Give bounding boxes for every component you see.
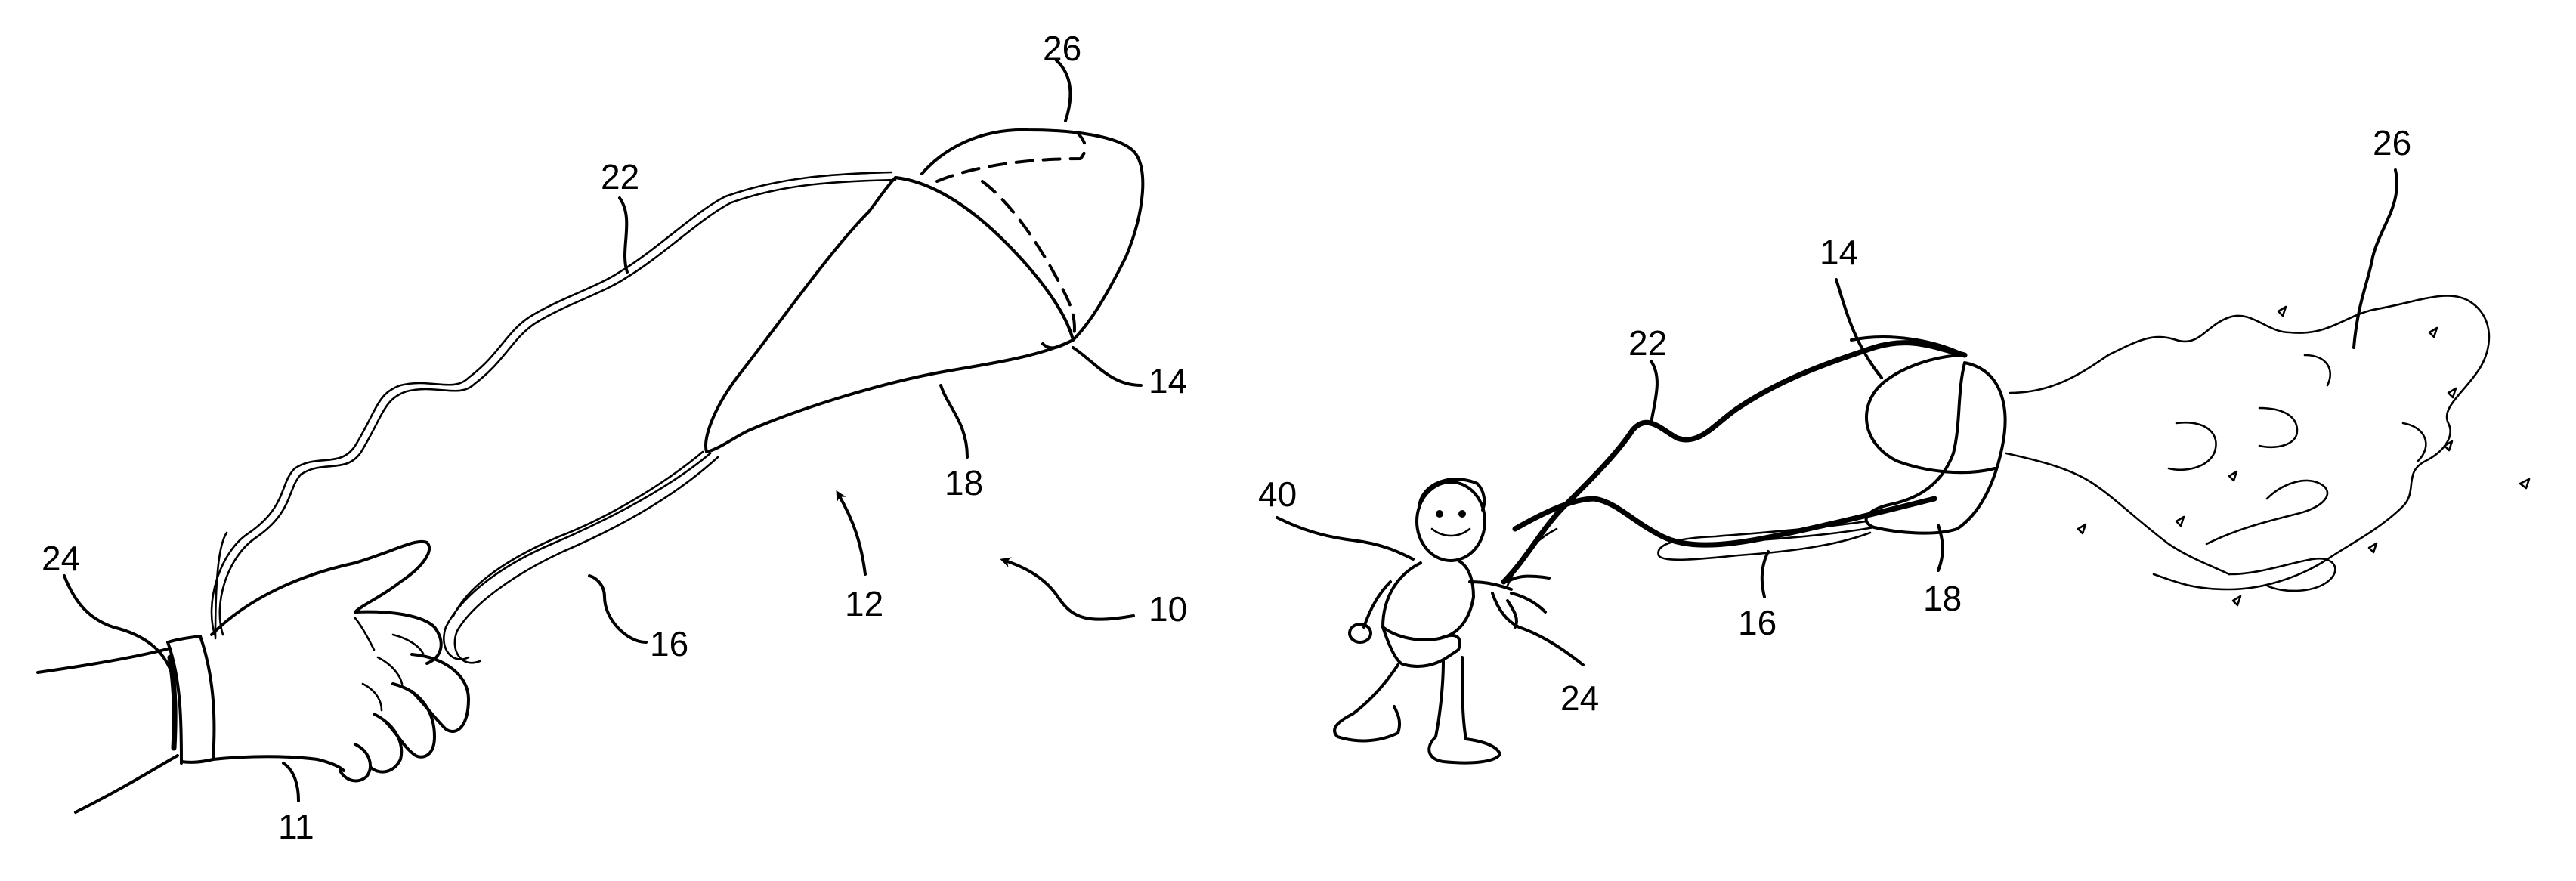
leader-26-right — [2354, 170, 2397, 348]
label-26-left: 26 — [1043, 29, 1081, 68]
arm-sleeve — [38, 636, 214, 812]
arrow-12 — [839, 495, 865, 574]
label-18-left: 18 — [945, 463, 983, 502]
label-14-right: 14 — [1820, 233, 1858, 272]
label-14-left: 14 — [1149, 361, 1187, 400]
kite-line — [212, 172, 895, 636]
leader-22-right — [1651, 361, 1657, 423]
label-18-right: 18 — [1923, 579, 1962, 618]
label-22-left: 22 — [601, 157, 639, 196]
label-16-right: 16 — [1738, 603, 1777, 642]
leader-22-left — [620, 198, 627, 272]
label-16-left: 16 — [650, 624, 688, 663]
mesh-body — [706, 178, 1073, 452]
leader-14-left — [1073, 348, 1141, 385]
label-10-left: 10 — [1149, 589, 1187, 629]
label-11-left: 11 — [278, 807, 314, 846]
streaming-fabric — [2006, 295, 2489, 591]
leader-11-left — [283, 763, 298, 801]
label-12-left: 12 — [845, 584, 883, 623]
label-24-right: 24 — [1560, 679, 1599, 718]
bridle-to-child — [1515, 499, 1934, 545]
hand — [212, 542, 469, 781]
label-24-left: 24 — [42, 539, 80, 578]
windsock-balloon — [1851, 337, 1995, 472]
arrow-10 — [1005, 561, 1133, 620]
leader-16-right — [1762, 552, 1768, 597]
leader-18-left — [941, 385, 967, 457]
mesh-body-right — [1866, 363, 2005, 533]
leader-26-left — [1056, 60, 1070, 121]
leader-24-left — [64, 576, 174, 680]
child-figure — [1334, 479, 1549, 762]
leader-16-left — [589, 576, 646, 642]
label-22-right: 22 — [1628, 323, 1667, 363]
leader-40-right — [1277, 518, 1413, 559]
label-26-right: 26 — [2373, 123, 2411, 162]
figure-right: 26 14 22 40 16 18 24 — [1258, 123, 2529, 763]
figure-left: 26 22 14 18 12 10 16 24 11 — [38, 29, 1187, 846]
leader-14-right — [1836, 280, 1882, 378]
windsock-canopy — [922, 130, 1143, 348]
label-40-right: 40 — [1258, 475, 1297, 514]
tow-line — [1504, 343, 1965, 582]
